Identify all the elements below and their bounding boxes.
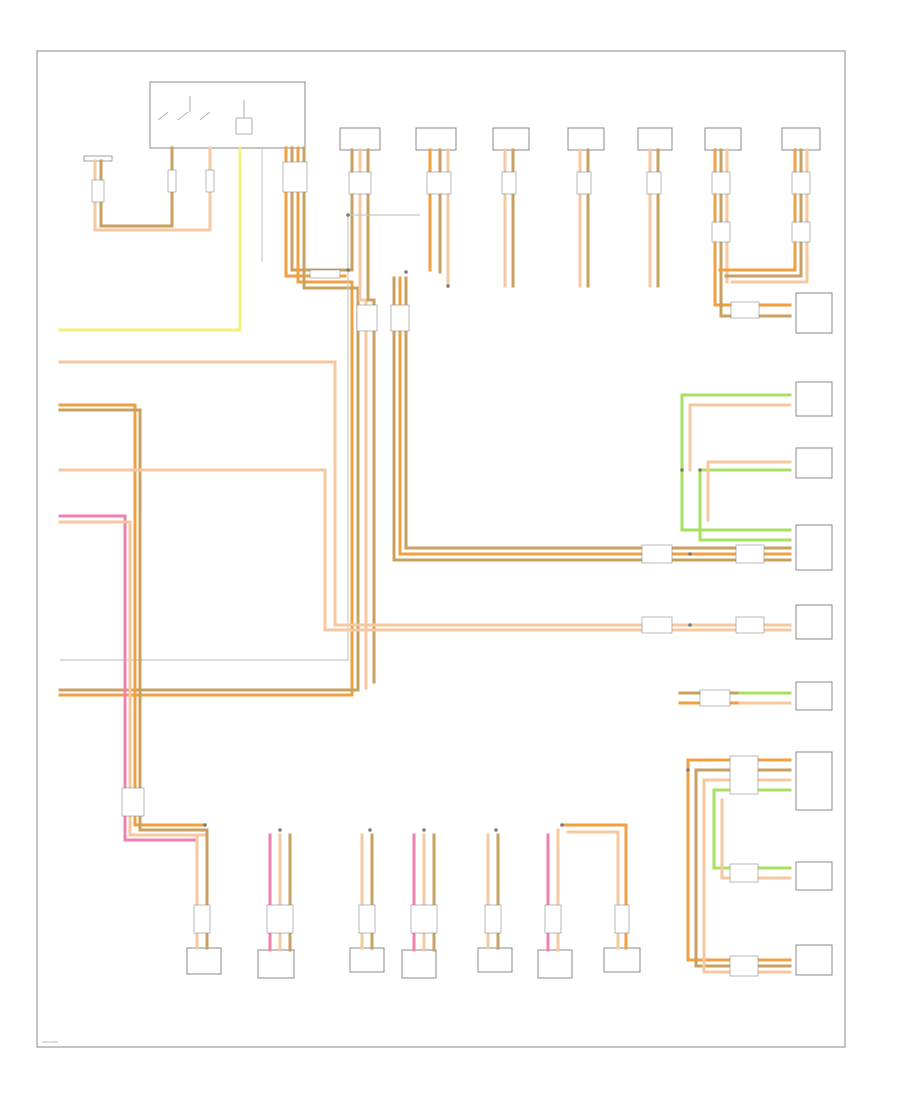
- component-box: [415, 127, 457, 151]
- component-box: [567, 127, 605, 151]
- diagram-id-code: W0000000: [42, 1040, 58, 1044]
- bottom-components: [186, 947, 641, 979]
- component-box: [401, 949, 437, 979]
- component-box: [795, 944, 833, 976]
- component-box: [637, 127, 673, 151]
- junction-dots: [203, 213, 702, 832]
- wires: [58, 146, 809, 974]
- component-box: [477, 947, 513, 973]
- component-box: [795, 861, 833, 891]
- component-box: [795, 447, 833, 479]
- component-box: [349, 947, 385, 973]
- component-box: [537, 949, 573, 979]
- component-box: [795, 681, 833, 711]
- component-box: [795, 292, 833, 334]
- top-components: [83, 81, 821, 162]
- right-components: [795, 292, 833, 976]
- component-box: [795, 751, 833, 811]
- component-box: [603, 947, 641, 973]
- diagram-frame: [36, 50, 846, 1048]
- component-box: [781, 127, 821, 151]
- connector-blocks: [91, 161, 811, 977]
- component-box: [186, 947, 222, 975]
- relay-switch-symbols: [157, 96, 253, 135]
- component-box: [492, 127, 530, 151]
- component-box: [257, 949, 295, 979]
- component-box: [339, 127, 381, 151]
- component-box: [795, 604, 833, 640]
- relay-box: [149, 81, 306, 149]
- component-box: [795, 524, 833, 571]
- component-box: [795, 381, 833, 417]
- connector: [83, 155, 113, 162]
- component-box: [704, 127, 742, 151]
